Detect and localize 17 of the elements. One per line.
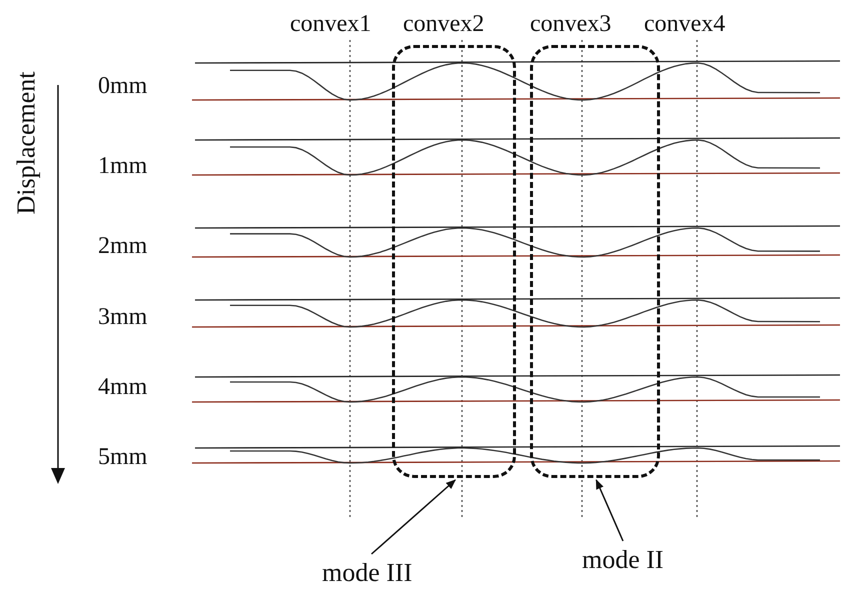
row-label: 3mm	[98, 303, 148, 331]
row-label: 4mm	[98, 373, 148, 401]
row-label: 1mm	[98, 152, 148, 180]
column-label: convex2	[403, 10, 484, 38]
axis-title: Displacement	[12, 72, 40, 214]
dashed-region-box	[530, 45, 660, 478]
column-label: convex1	[290, 10, 372, 38]
row-label: 0mm	[98, 72, 148, 100]
leader-arrow	[371, 479, 456, 555]
leader-arrow	[596, 479, 624, 542]
dashed-region-box	[392, 45, 516, 478]
callout-label: mode III	[322, 558, 412, 588]
column-label: convex3	[530, 10, 612, 38]
callout-label: mode II	[582, 545, 664, 575]
row-label: 5mm	[98, 443, 148, 471]
row-label: 2mm	[98, 232, 148, 260]
column-label: convex4	[644, 10, 726, 38]
